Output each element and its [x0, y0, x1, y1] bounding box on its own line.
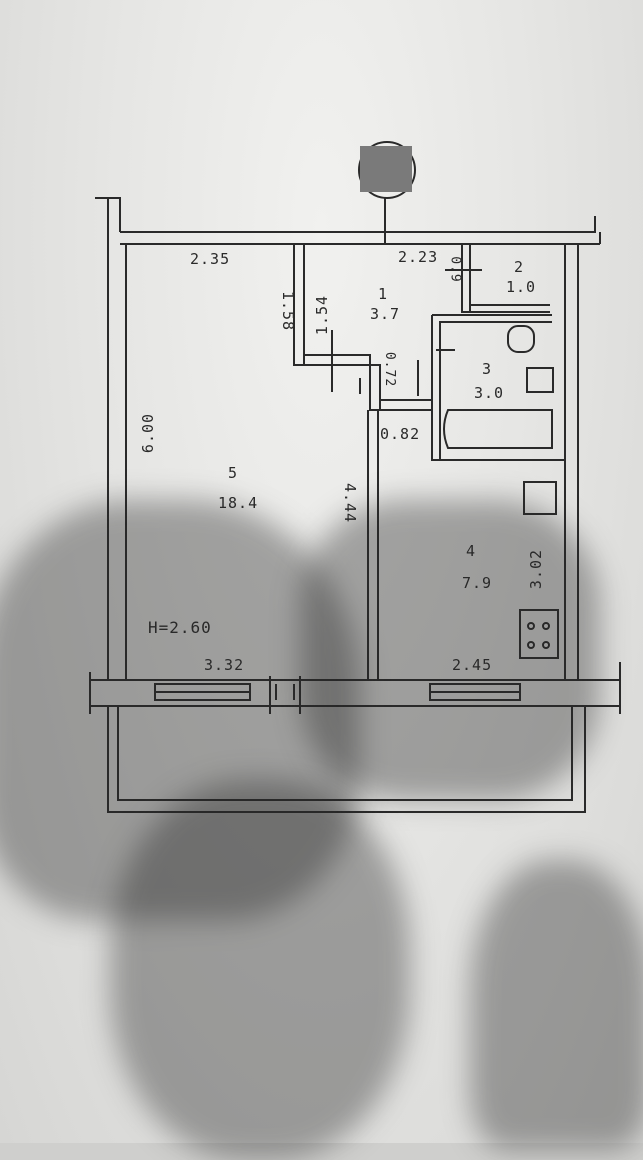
- door-marks: [331, 269, 482, 396]
- room-1-number: 1: [378, 285, 389, 303]
- outer-wall-top: [120, 216, 600, 245]
- room-5-number: 5: [228, 464, 239, 482]
- room-3-area: 3.0: [474, 384, 505, 402]
- room5-wall-right: [367, 410, 379, 680]
- dim-wc-width: 0.9: [447, 256, 463, 283]
- bath-door-line: [380, 399, 432, 411]
- room-2-area: 1.0: [506, 278, 537, 296]
- dim-room-inner: 4.44: [341, 482, 360, 524]
- bath-wall: [431, 314, 565, 461]
- balcony: [107, 706, 586, 813]
- dim-hall-gap: 0.82: [380, 425, 421, 443]
- dim-top-right: 2.23: [398, 248, 439, 266]
- room-1-area: 3.7: [370, 305, 401, 323]
- dim-hall-wall-b: 1.54: [313, 294, 332, 336]
- dim-bottom-left: 3.32: [204, 656, 245, 674]
- ceiling-height: H=2.60: [148, 618, 212, 637]
- kitchen-sink: [523, 481, 557, 515]
- hall-partition: [293, 244, 305, 366]
- dim-bottom-right: 2.45: [452, 656, 493, 674]
- dim-bath-door: 0.72: [382, 351, 398, 388]
- dim-kitchen-depth: 3.02: [527, 548, 546, 590]
- outer-wall-right: [564, 232, 601, 680]
- room-2-number: 2: [514, 258, 525, 276]
- bathtub: [443, 409, 553, 449]
- wc-wall: [461, 244, 550, 313]
- room-3-number: 3: [482, 360, 493, 378]
- dim-top-left: 2.35: [190, 250, 231, 268]
- room-5-area: 18.4: [218, 494, 259, 512]
- stove: [519, 609, 559, 659]
- wc-bowl: [507, 325, 535, 353]
- balcony-door: [269, 676, 301, 714]
- dim-hall-wall-a: 1.58: [279, 290, 298, 332]
- stamp-redaction: [360, 146, 412, 192]
- hall-lower-wall: [304, 354, 381, 411]
- room-4-number: 4: [466, 542, 477, 560]
- sink: [526, 367, 554, 393]
- outer-wall-left: [95, 197, 121, 680]
- dim-room-height: 6.00: [139, 412, 158, 454]
- front-wall: [89, 662, 621, 714]
- room-4-area: 7.9: [462, 574, 493, 592]
